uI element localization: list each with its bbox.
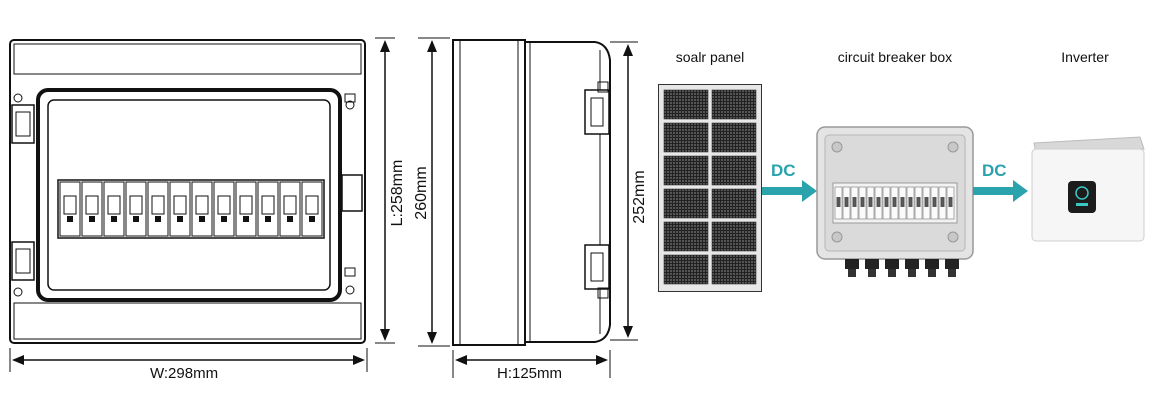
breaker-module — [257, 181, 279, 237]
cable-gland — [885, 259, 899, 277]
solar-cell — [711, 188, 757, 219]
solar-cell — [663, 89, 709, 120]
breaker-module — [191, 181, 213, 237]
breaker-box-title: circuit breaker box — [837, 49, 953, 65]
breaker-module — [279, 181, 301, 237]
breaker-module — [81, 181, 103, 237]
inverter-image — [1031, 136, 1145, 242]
dc-label-1: DC — [771, 161, 796, 180]
height-dimension-label: 260mm — [413, 166, 430, 220]
front-view-drawing — [9, 37, 395, 372]
box-breaker-module — [834, 186, 843, 220]
breaker-module — [169, 181, 191, 237]
inverter-title: Inverter — [1061, 49, 1109, 65]
box-breaker-module — [946, 186, 955, 220]
solar-cell — [663, 254, 709, 285]
solar-cell — [663, 155, 709, 186]
box-breaker-module — [938, 186, 947, 220]
dc-label-2: DC — [982, 161, 1007, 180]
breaker-module — [125, 181, 147, 237]
solar-cell — [663, 221, 709, 252]
breaker-module — [147, 181, 169, 237]
solar-cell — [711, 221, 757, 252]
dc-arrow-2 — [973, 180, 1028, 202]
breaker-module — [103, 181, 125, 237]
box-breaker-module — [858, 186, 867, 220]
box-breaker-module — [930, 186, 939, 220]
cable-gland — [945, 259, 959, 277]
breaker-module — [301, 181, 323, 237]
solar-cell — [663, 122, 709, 153]
solar-panel-title: soalr panel — [675, 49, 745, 65]
box-breaker-module — [914, 186, 923, 220]
solar-cell — [711, 155, 757, 186]
box-breaker-module — [922, 186, 931, 220]
box-breaker-module — [866, 186, 875, 220]
solar-cell — [663, 188, 709, 219]
length-dimension-label: L:258mm — [389, 159, 406, 227]
cable-gland — [905, 259, 919, 277]
dc-arrow-1 — [762, 180, 817, 202]
box-breaker-module — [898, 186, 907, 220]
box-breaker-module — [890, 186, 899, 220]
right-height-dimension-label: 252mm — [631, 170, 648, 224]
cable-gland — [925, 259, 939, 277]
cable-gland — [845, 259, 859, 277]
breaker-module — [213, 181, 235, 237]
breaker-module — [235, 181, 257, 237]
solar-cell — [711, 122, 757, 153]
solar-cell — [711, 89, 757, 120]
solar-cell — [711, 254, 757, 285]
depth-dimension-label: H:125mm — [497, 365, 563, 382]
width-dimension-label: W:298mm — [150, 365, 219, 382]
box-breaker-module — [882, 186, 891, 220]
breaker-box-image — [816, 126, 974, 277]
breaker-module — [59, 181, 81, 237]
box-breaker-module — [850, 186, 859, 220]
solar-panel-image — [658, 84, 762, 292]
box-breaker-module — [842, 186, 851, 220]
box-breaker-module — [906, 186, 915, 220]
side-view-drawing — [418, 37, 638, 378]
box-breaker-module — [874, 186, 883, 220]
cable-gland — [865, 259, 879, 277]
